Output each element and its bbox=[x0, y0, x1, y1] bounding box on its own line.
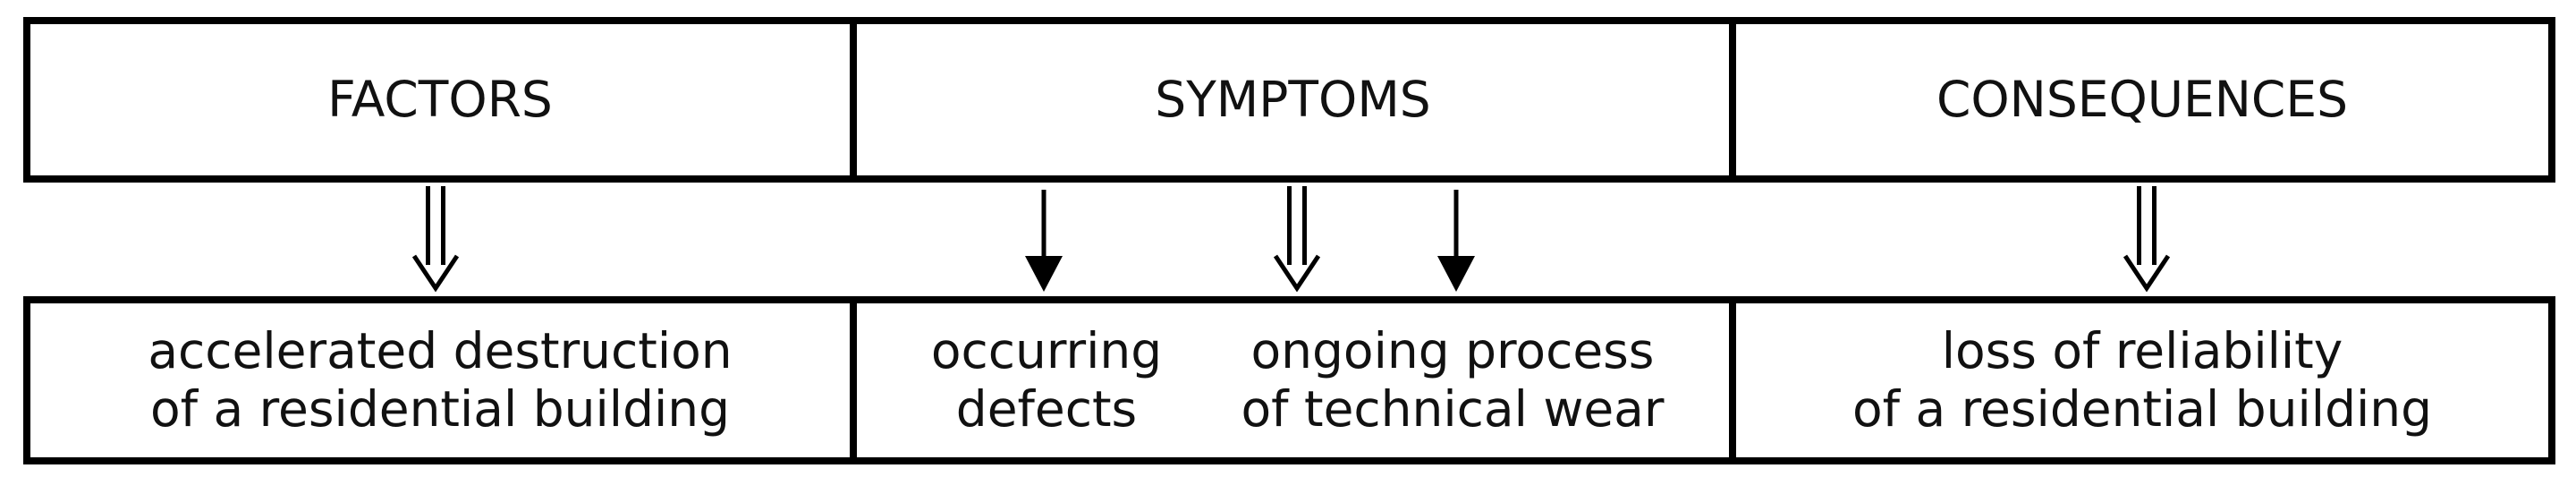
technical-wear-line1: ongoing process bbox=[1250, 322, 1655, 380]
consequences-result-box: loss of reliability of a residential bui… bbox=[1729, 296, 2555, 464]
technical-wear-text: ongoing process of technical wear bbox=[1241, 322, 1665, 439]
occurring-defects-line1: occurring bbox=[930, 322, 1163, 380]
factors-result-text: accelerated destruction of a residential… bbox=[148, 322, 732, 439]
consequences-result-line2: of a residential building bbox=[1852, 380, 2433, 438]
technical-wear-line2: of technical wear bbox=[1241, 380, 1665, 438]
factors-label: FACTORS bbox=[327, 71, 553, 129]
symptoms-double-arrow-icon bbox=[1273, 186, 1321, 292]
factors-double-arrow-icon bbox=[411, 186, 460, 292]
consequences-label: CONSEQUENCES bbox=[1936, 71, 2348, 129]
symptoms-result-box: occurring defects ongoing process of tec… bbox=[850, 296, 1736, 464]
consequences-result-line1: loss of reliability bbox=[1941, 322, 2343, 380]
consequences-result-text: loss of reliability of a residential bui… bbox=[1852, 322, 2432, 439]
factors-header-box: FACTORS bbox=[23, 17, 857, 183]
consequences-header-box: CONSEQUENCES bbox=[1729, 17, 2555, 183]
symptoms-right-solid-arrow-icon bbox=[1437, 190, 1475, 292]
symptoms-label: SYMPTOMS bbox=[1155, 71, 1431, 129]
consequences-double-arrow-icon bbox=[2123, 186, 2171, 292]
symptoms-left-solid-arrow-icon bbox=[1025, 190, 1063, 292]
occurring-defects-line2: defects bbox=[955, 380, 1138, 438]
occurring-defects-text: occurring defects bbox=[931, 322, 1162, 439]
factors-result-box: accelerated destruction of a residential… bbox=[23, 296, 857, 464]
factors-result-line2: of a residential building bbox=[149, 380, 731, 438]
factors-result-line1: accelerated destruction bbox=[148, 322, 733, 380]
symptoms-header-box: SYMPTOMS bbox=[850, 17, 1736, 183]
